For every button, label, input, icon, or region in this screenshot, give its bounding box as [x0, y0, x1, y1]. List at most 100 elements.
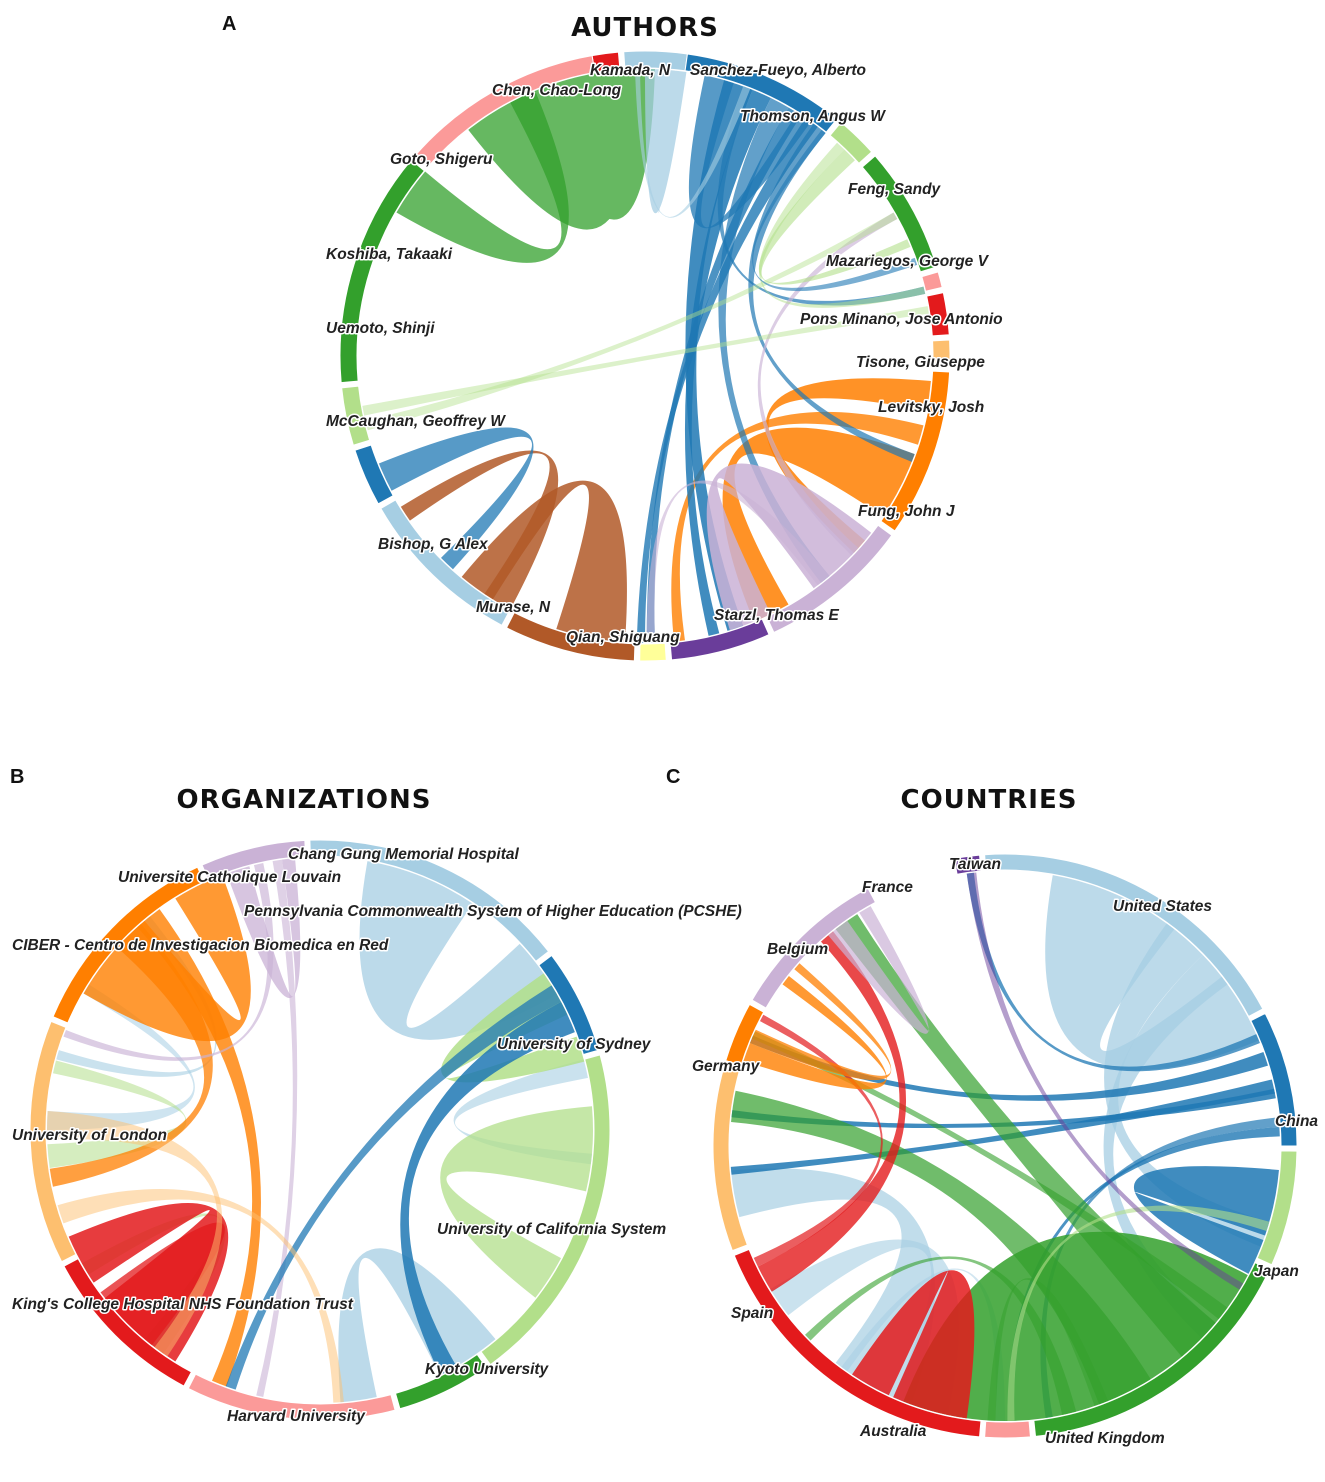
label-ciber-centro-de-investigacion-biomedica-en-red: CIBER - Centro de Investigacion Biomedic…: [12, 937, 389, 954]
label-chen-chao-long: Chen, Chao-Long: [492, 82, 622, 99]
ribbon-france-24: [828, 906, 930, 1034]
arc-koshiba-takaaki: [341, 385, 371, 446]
ribbon-goto-shigeru-0: [396, 90, 569, 263]
arc-thomson-angus-w: [684, 53, 838, 133]
ribbon-king-s-college-hospital-nhs-foundation-trust-10: [100, 1221, 225, 1346]
label-japan: Japan: [1254, 1263, 1299, 1280]
label-mazariegos-george-v: Mazariegos, George V: [826, 253, 990, 270]
ribbon-university-of-sydney-17: [400, 1001, 575, 1376]
panel-letter-b: B: [10, 766, 24, 788]
label-germany: Germany: [692, 1058, 761, 1075]
ribbon-pennsylvania-commonwealth-system-of-higher-education-pcshe-1: [338, 1248, 496, 1403]
organizations-title: ORGANIZATIONS: [177, 785, 432, 815]
label-thomson-angus-w: Thomson, Angus W: [740, 108, 886, 125]
arc-kyoto-university: [394, 1353, 488, 1410]
panel-letter-c: C: [666, 766, 680, 788]
ribbon-koshiba-takaaki-21: [362, 306, 929, 416]
arc-united-states: [984, 853, 1264, 1018]
ribbon-belgium-22: [743, 975, 887, 1090]
label-chang-gung-memorial-hospital: Chang Gung Memorial Hospital: [288, 846, 519, 863]
label-university-of-sydney: University of Sydney: [497, 1036, 652, 1053]
ribbon-china-6: [1133, 1166, 1279, 1274]
ribbon-uemoto-shinji-17: [378, 427, 534, 570]
arc-pons-minano-jose-antonio: [921, 271, 943, 292]
ribbon-china-11: [966, 872, 1260, 1072]
ribbon-united-kingdom-16: [835, 914, 1216, 1357]
ribbon-feng-sandy-22: [758, 149, 911, 285]
ribbon-bishop-g-alex-3: [400, 450, 559, 610]
arc-ciber-centro-de-investigacion-biomedica-en-red: [52, 866, 205, 1024]
label-mccaughan-geoffrey-w: McCaughan, Geoffrey W: [326, 413, 506, 430]
ribbon-ciber-centro-de-investigacion-biomedica-en-red-12: [49, 923, 213, 1187]
label-australia: Australia: [859, 1423, 927, 1440]
ribbon-china-12: [1040, 1117, 1280, 1418]
authors-ribbons: [362, 69, 931, 643]
ribbon-spain-19: [852, 1270, 975, 1419]
label-universite-catholique-louvain: Universite Catholique Louvain: [118, 869, 341, 886]
ribbon-spain-21: [753, 1014, 883, 1267]
ribbon-thomson-angus-w-8: [685, 80, 753, 631]
label-bishop-g-alex: Bishop, G Alex: [378, 536, 489, 553]
arc-king-s-college-hospital-nhs-foundation-trust: [63, 1257, 193, 1387]
arc-university-of-california-system: [480, 1054, 611, 1366]
countries-title: COUNTRIES: [901, 785, 1078, 815]
ribbon-bishop-g-alex-2: [461, 480, 627, 643]
ribbon-china-7: [730, 1079, 1275, 1175]
label-uemoto-shinji: Uemoto, Shinji: [326, 320, 435, 337]
ribbon-universite-catholique-louvain-14: [226, 858, 301, 999]
arc-bishop-g-alex: [505, 611, 636, 662]
arc-united-kingdom: [1033, 1261, 1271, 1437]
ribbon-fung-john-j-5: [722, 427, 915, 622]
arc-chen-chao-long: [414, 55, 596, 168]
ribbon-goto-shigeru-1: [468, 69, 656, 230]
organizations-ribbons: [47, 858, 593, 1403]
arc-china: [1250, 1012, 1298, 1147]
arc-fung-john-j: [880, 370, 951, 532]
arc-tisone-giuseppe: [926, 291, 950, 337]
ribbon-united-kingdom-18: [987, 1278, 1109, 1421]
ribbon-united-states-0: [1045, 875, 1259, 1070]
ribbon-ciber-centro-de-investigacion-biomedica-en-red-13: [137, 909, 261, 1387]
ribbon-china-9: [731, 1088, 1276, 1129]
arc-pennsylvania-commonwealth-system-of-higher-education-pcshe: [309, 839, 550, 963]
arc-starzl-thomas-e: [766, 524, 893, 634]
arc-university-of-london: [29, 1020, 77, 1263]
label-koshiba-takaaki: Koshiba, Takaaki: [326, 246, 453, 263]
label-university-of-london: University of London: [12, 1127, 167, 1144]
organizations-chord-panel: B ORGANIZATIONS Chang Gung Memorial Hosp…: [10, 766, 744, 1427]
ribbon-united-kingdom-14: [731, 1090, 1151, 1405]
ribbon-sanchez-fueyo-alberto-15: [645, 69, 687, 214]
arc-feng-sandy: [829, 121, 873, 164]
ribbon-thomson-angus-w-9: [684, 89, 771, 636]
ribbon-university-of-london-19: [47, 1110, 223, 1357]
arc-mazariegos-george-v: [861, 155, 938, 273]
ribbon-fung-john-j-6: [671, 411, 924, 642]
ribbon-belgium-23: [750, 963, 892, 1081]
arc-spain: [733, 1248, 982, 1438]
arc-murase-n: [639, 642, 667, 662]
label-murase-n: Murase, N: [476, 599, 551, 616]
countries-ribbons: [730, 872, 1280, 1421]
label-belgium: Belgium: [767, 941, 828, 958]
arc-goto-shigeru: [339, 159, 426, 384]
label-harvard-university: Harvard University: [227, 1408, 366, 1425]
ribbon-universite-catholique-louvain-15: [63, 862, 274, 1061]
authors-title: AUTHORS: [571, 13, 719, 43]
organizations-labels: Chang Gung Memorial HospitalPennsylvania…: [11, 845, 744, 1427]
countries-arcs: [712, 853, 1298, 1439]
label-university-of-california-system: University of California System: [437, 1221, 666, 1238]
label-fung-john-j: Fung, John J: [858, 503, 955, 520]
label-tisone-giuseppe: Tisone, Giuseppe: [856, 354, 985, 371]
authors-arcs: [339, 50, 951, 662]
ribbon-university-of-london-20: [57, 1188, 344, 1403]
label-taiwan: Taiwan: [949, 856, 1001, 873]
arc-qian-shiguang: [669, 618, 770, 661]
arc-france: [751, 887, 877, 1009]
arc-mccaughan-geoffrey-w: [380, 499, 511, 626]
arc-australia: [984, 1420, 1031, 1439]
